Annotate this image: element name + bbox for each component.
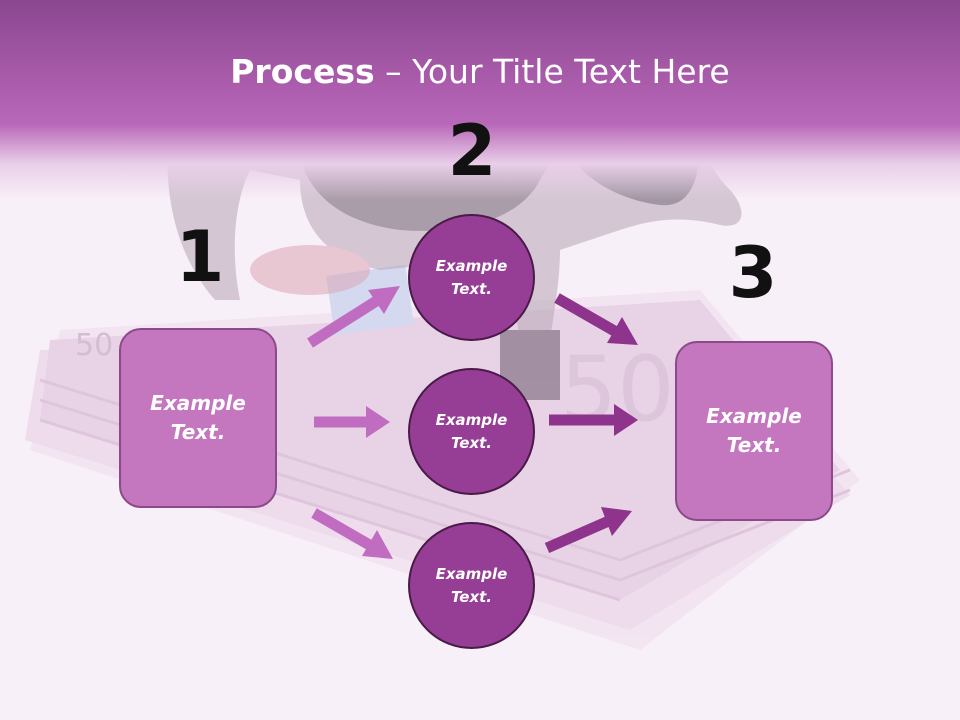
circle-bottom: Example Text. — [408, 522, 535, 649]
left-box-text: Example Text. — [150, 391, 246, 444]
arrow-bottom-to-right — [544, 507, 632, 554]
left-box: Example Text. — [119, 328, 277, 508]
arrow-middle-to-right — [549, 404, 638, 436]
right-box: Example Text. — [675, 341, 833, 521]
svg-text:50: 50 — [75, 328, 113, 363]
slide-title: Process – Your Title Text Here — [0, 52, 960, 91]
circle-bottom-text: Example Text. — [435, 564, 508, 606]
arrow-top-to-right — [554, 293, 638, 345]
arrow-left-to-middle — [314, 406, 390, 438]
title-bold-part: Process — [230, 52, 375, 91]
circle-top: Example Text. — [408, 214, 535, 341]
title-banner — [0, 0, 960, 200]
step-number-2: 2 — [447, 110, 497, 192]
title-rest-part: – Your Title Text Here — [374, 52, 730, 91]
circle-middle: Example Text. — [408, 368, 535, 495]
circle-middle-text: Example Text. — [435, 410, 508, 452]
arrow-left-to-bottom — [311, 508, 393, 559]
circle-top-text: Example Text. — [435, 256, 508, 298]
right-box-text: Example Text. — [706, 404, 802, 457]
step-number-3: 3 — [728, 232, 778, 314]
step-number-1: 1 — [175, 216, 225, 298]
arrow-left-to-top — [307, 286, 400, 348]
